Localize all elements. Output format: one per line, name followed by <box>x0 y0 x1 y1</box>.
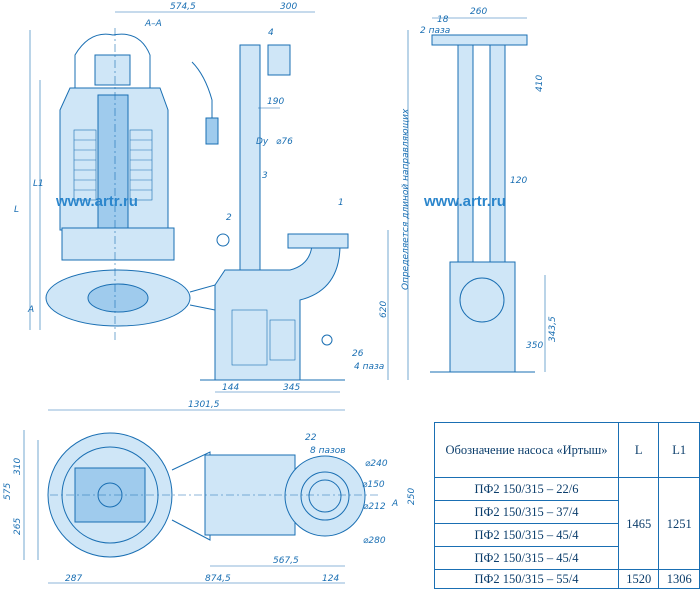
watermark-left: www.artr.ru <box>55 193 138 210</box>
discharge-flange-plan <box>284 455 366 537</box>
front-section-view: L L1 А–А А <box>14 19 219 340</box>
model-row-5: ПФ2 150/315 – 55/4 <box>434 569 619 589</box>
dim-side-3435: 343,5 <box>548 316 558 342</box>
callout-3: 3 <box>262 171 268 181</box>
dim-front-620: 620 <box>379 301 389 318</box>
dim-plan-8745: 874,5 <box>205 574 231 584</box>
dim-plan-d212: ⌀212 <box>363 502 386 512</box>
float-switch <box>205 117 219 145</box>
dim-side-2slots: 2 паза <box>420 26 450 36</box>
side-view: 260 18 2 паза 410 120 350 343,5 <box>420 7 558 373</box>
guide-rail <box>239 44 261 276</box>
dim-front-dy: Dу <box>256 137 269 147</box>
model-row-2: ПФ2 150/315 – 37/4 <box>434 500 619 524</box>
model-row-3: ПФ2 150/315 – 45/4 <box>434 523 619 547</box>
dim-side-350: 350 <box>526 341 543 351</box>
lifting-handle <box>74 33 151 88</box>
dim-plan-310: 310 <box>13 458 23 475</box>
dim-plan-d240: ⌀240 <box>365 459 388 469</box>
dim-plan-d280: ⌀280 <box>363 536 386 546</box>
dim-plan-d150: ⌀150 <box>362 480 385 490</box>
callout-1: 1 <box>338 198 344 208</box>
group-a-L: 1465 <box>617 477 660 570</box>
float-cable <box>191 61 213 118</box>
dim-front-top-1: 574,5 <box>170 2 196 12</box>
dim-plan-575: 575 <box>3 483 13 500</box>
dim-plan-8slots: 8 пазов <box>310 446 346 456</box>
model-row-4: ПФ2 150/315 – 45/4 <box>434 546 619 570</box>
dim-front-26: 26 <box>352 349 364 359</box>
side-rail-left <box>457 44 474 266</box>
callout-4: 4 <box>268 28 274 38</box>
arrow-label-left: А <box>27 305 34 315</box>
dim-front-345: 345 <box>283 383 300 393</box>
header-L: L <box>617 422 660 478</box>
dim-plan-250: 250 <box>407 488 417 505</box>
dim-front-top-2: 300 <box>280 2 297 12</box>
dim-front-L: L <box>14 205 19 215</box>
group-b-L: 1520 <box>617 569 660 589</box>
dim-plan-22: 22 <box>305 433 317 443</box>
header-model: Обозначение насоса «Иртыш» <box>434 422 619 478</box>
discharge-base <box>200 44 349 381</box>
dim-side-18: 18 <box>437 15 449 25</box>
callout-2: 2 <box>226 213 232 223</box>
dim-plan-265: 265 <box>13 518 23 535</box>
dim-front-144: 144 <box>222 383 239 393</box>
dim-side-410: 410 <box>535 75 545 92</box>
front-dimensions: 574,5 300 190 Dу ⌀76 620 Определяется дл… <box>48 2 411 411</box>
dim-plan-5675: 567,5 <box>273 556 299 566</box>
model-row-1: ПФ2 150/315 – 22/6 <box>434 477 619 501</box>
seal-chamber <box>61 227 175 261</box>
dim-front-L1: L1 <box>33 179 44 189</box>
dim-front-4slots: 4 паза <box>354 362 384 372</box>
dim-front-dy-value: ⌀76 <box>276 137 293 147</box>
side-rail-right <box>489 44 506 266</box>
impeller <box>87 283 149 313</box>
section-label: А–А <box>144 19 162 29</box>
dim-side-260: 260 <box>470 7 487 17</box>
plan-view: 310 575 265 22 8 пазов ⌀240 ⌀150 ⌀212 ⌀2… <box>3 430 417 584</box>
group-a-L1: 1251 <box>658 477 700 570</box>
vertical-note: Определяется длиной направляющих <box>401 108 411 290</box>
dim-side-120: 120 <box>510 176 527 186</box>
dim-front-overall: 1301,5 <box>188 400 220 410</box>
dim-front-190: 190 <box>267 97 284 107</box>
header-L1: L1 <box>658 422 700 478</box>
arrow-label-right: А <box>391 499 398 509</box>
group-b-L1: 1306 <box>658 569 700 589</box>
watermark-right: www.artr.ru <box>423 193 506 210</box>
motor-shaft <box>97 94 129 231</box>
discharge-elbow <box>214 244 341 381</box>
dim-plan-287: 287 <box>65 574 82 584</box>
dim-plan-124: 124 <box>322 574 339 584</box>
discharge-flange <box>287 233 349 249</box>
pump-spec-table: Обозначение насоса «Иртыш» L L1 ПФ2 150/… <box>434 422 700 589</box>
